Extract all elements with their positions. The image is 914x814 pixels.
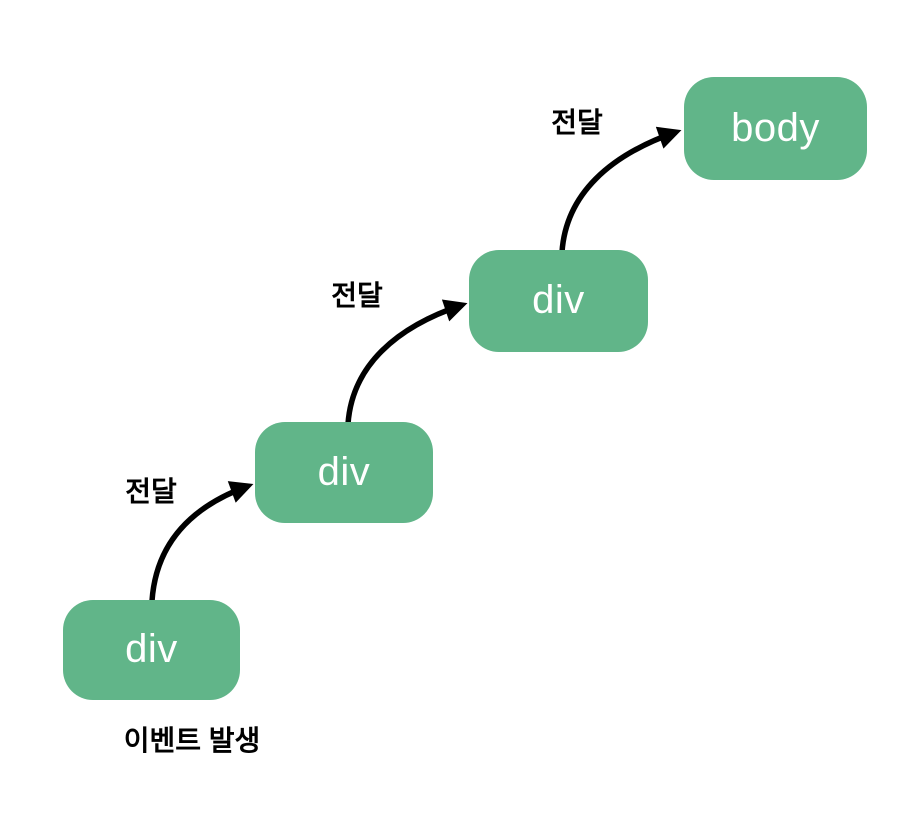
event-origin-label: 이벤트 발생 bbox=[123, 725, 261, 756]
node-div-1-label: div bbox=[125, 627, 178, 671]
arrow-3-label: 전달 bbox=[551, 107, 603, 138]
arrow-3-curve-icon bbox=[559, 126, 682, 253]
node-div-1: div bbox=[63, 600, 240, 700]
node-body-label: body bbox=[731, 105, 820, 150]
node-div-2: div bbox=[255, 422, 433, 523]
arrow-2-curve-icon bbox=[345, 299, 468, 425]
node-div-2-label: div bbox=[317, 449, 371, 494]
node-div-3-label: div bbox=[532, 278, 585, 322]
node-body: body bbox=[684, 77, 867, 180]
node-div-3: div bbox=[469, 250, 648, 352]
arrow-2-label: 전달 bbox=[331, 280, 383, 311]
arrow-1-label: 전달 bbox=[125, 476, 177, 507]
